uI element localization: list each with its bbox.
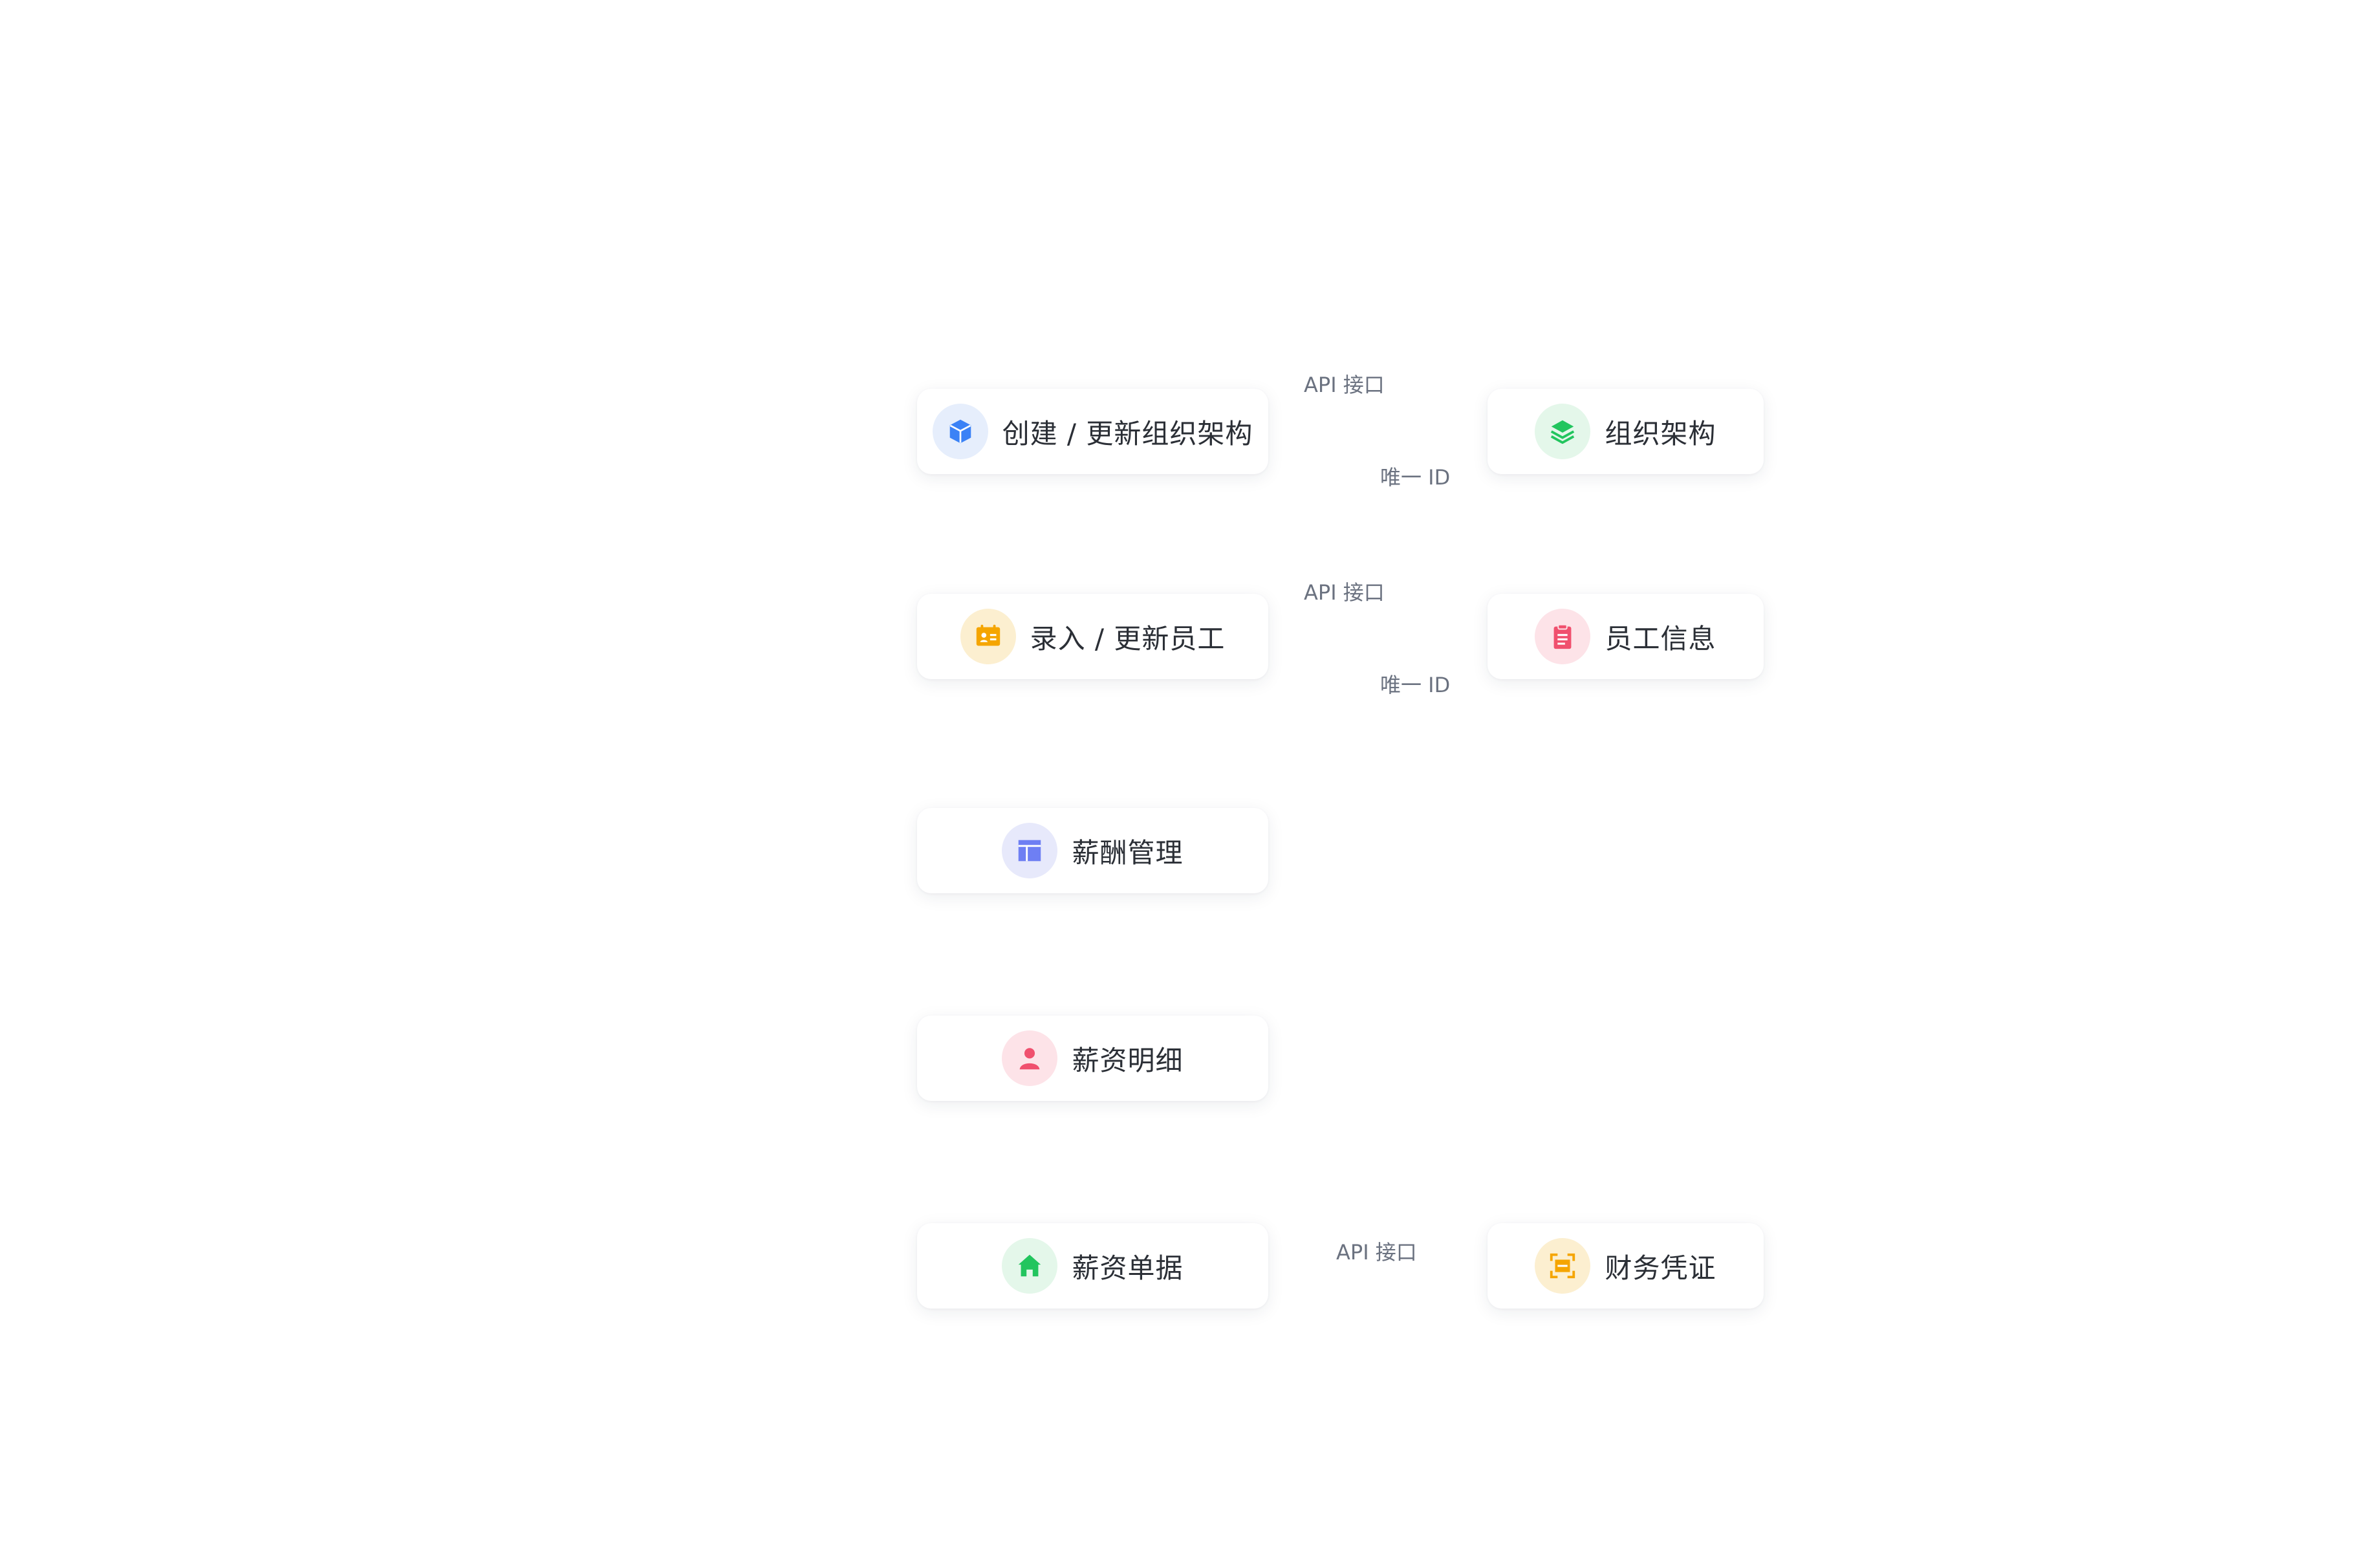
entry-update-employee-label: 录入 / 更新员工 (1030, 622, 1226, 655)
org-structure-card: 组织架构 (1488, 389, 1764, 474)
finance-voucher-card: 财务凭证 (1488, 1223, 1764, 1309)
finance-voucher-label: 财务凭证 (1605, 1252, 1716, 1284)
salary-document-card: 薪资单据 (917, 1223, 1268, 1309)
connector-label-uid-2: 唯一 ID (1380, 673, 1451, 697)
salary-document-label: 薪资单据 (1072, 1252, 1184, 1284)
employee-info-label: 员工信息 (1605, 622, 1716, 655)
cube-icon (932, 404, 988, 459)
connector-label-api-1: API 接口 (1304, 373, 1385, 397)
create-update-org-label: 创建 / 更新组织架构 (1002, 417, 1253, 450)
clipboard-icon (1535, 609, 1591, 664)
payroll-management-card: 薪酬管理 (917, 808, 1268, 893)
home-icon (1002, 1238, 1058, 1294)
payroll-management-label: 薪酬管理 (1072, 836, 1184, 869)
connector-label-api-2: API 接口 (1304, 580, 1385, 605)
id-card-icon (960, 609, 1016, 664)
layers-icon (1535, 404, 1591, 459)
org-structure-label: 组织架构 (1605, 417, 1716, 450)
create-update-org-card: 创建 / 更新组织架构 (917, 389, 1268, 474)
user-icon (1002, 1030, 1058, 1086)
scan-icon (1535, 1238, 1591, 1294)
salary-detail-card: 薪资明细 (917, 1016, 1268, 1101)
connector-label-uid-1: 唯一 ID (1380, 465, 1451, 490)
table-icon (1002, 823, 1058, 878)
entry-update-employee-card: 录入 / 更新员工 (917, 594, 1268, 679)
employee-info-card: 员工信息 (1488, 594, 1764, 679)
salary-detail-label: 薪资明细 (1072, 1044, 1184, 1076)
connector-label-api-3: API 接口 (1336, 1240, 1417, 1265)
